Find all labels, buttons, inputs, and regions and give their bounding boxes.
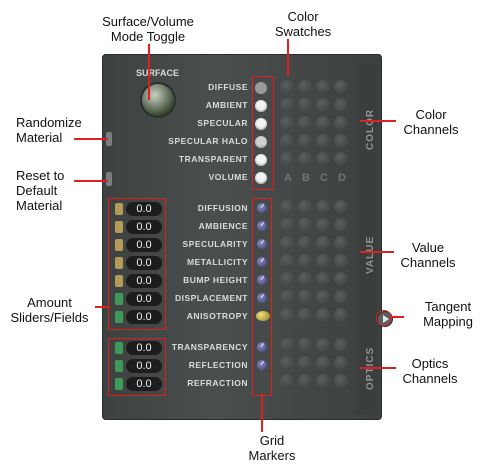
material-panel: SURFACE DIFFUSE AMBIENT SPECULAR SPECULA…	[102, 54, 392, 420]
amount-slider[interactable]	[115, 257, 123, 269]
grid-marker[interactable]	[257, 239, 267, 249]
grid-column-label: B	[302, 172, 310, 184]
leader-line	[148, 44, 150, 100]
grid-marker[interactable]	[257, 293, 267, 303]
section-label-value: VALUE	[365, 235, 376, 274]
color-row-label: TRANSPARENT	[178, 154, 248, 164]
color-row-label: SPECULAR HALO	[168, 136, 248, 146]
callout-grid-markers: Grid Markers	[248, 433, 296, 463]
highlight-tangent-mapping	[376, 310, 392, 326]
grid-column-label: D	[338, 172, 346, 184]
amount-field[interactable]: 0.0	[126, 377, 162, 391]
amount-field[interactable]: 0.0	[126, 292, 162, 306]
callout-color-swatches: Color Swatches	[274, 9, 332, 39]
callout-tangent: Tangent Mapping	[423, 299, 473, 329]
value-row-label: ANISOTROPY	[186, 311, 248, 321]
optics-row-label: TRANSPARENCY	[171, 342, 248, 352]
value-row-label: METALLICITY	[186, 257, 248, 267]
grid-column-label: C	[320, 172, 328, 184]
color-swatch-specular[interactable]	[255, 118, 267, 130]
section-label-color: COLOR	[365, 108, 376, 150]
leader-line	[261, 394, 263, 432]
grid-marker[interactable]	[257, 221, 267, 231]
leader-line	[360, 251, 394, 253]
amount-field[interactable]: 0.0	[126, 202, 162, 216]
amount-slider[interactable]	[115, 203, 123, 215]
amount-slider[interactable]	[115, 221, 123, 233]
callout-reset: Reset to Default Material	[16, 168, 65, 213]
color-swatch-diffuse[interactable]	[255, 82, 267, 94]
optics-row-label: REFLECTION	[188, 360, 248, 370]
color-row-label: SPECULAR	[197, 118, 248, 128]
color-row-label: DIFFUSE	[208, 82, 248, 92]
value-row-label: AMBIENCE	[198, 221, 248, 231]
amount-field[interactable]: 0.0	[126, 220, 162, 234]
callout-mode-toggle: Surface/Volume Mode Toggle	[102, 14, 194, 44]
amount-slider[interactable]	[115, 360, 123, 372]
color-row-label: AMBIENT	[205, 100, 248, 110]
highlight-amount-fields	[108, 198, 166, 330]
amount-field[interactable]: 0.0	[126, 238, 162, 252]
reset-default-material-button[interactable]	[106, 172, 112, 186]
color-swatch-volume[interactable]	[255, 172, 267, 184]
value-channel-grid[interactable]	[278, 198, 354, 326]
amount-field[interactable]: 0.0	[126, 256, 162, 270]
callout-color-channels: Color Channels	[403, 107, 459, 137]
highlight-amount-fields-optics	[108, 338, 166, 396]
color-swatch-ambient[interactable]	[255, 100, 267, 112]
amount-slider[interactable]	[115, 378, 123, 390]
amount-field[interactable]: 0.0	[126, 341, 162, 355]
value-row-label: DISPLACEMENT	[174, 293, 248, 303]
leader-line	[74, 180, 108, 182]
leader-line	[95, 306, 108, 308]
color-channel-grid[interactable]	[278, 78, 354, 170]
leader-line	[360, 367, 396, 369]
highlight-grid-markers	[252, 198, 272, 396]
grid-marker[interactable]	[257, 342, 267, 352]
amount-field[interactable]: 0.0	[126, 274, 162, 288]
leader-line	[287, 39, 289, 76]
section-tab-frame	[356, 64, 378, 414]
randomize-material-button[interactable]	[106, 132, 112, 146]
amount-slider[interactable]	[115, 311, 123, 323]
color-swatch-transparent[interactable]	[255, 154, 267, 166]
surface-volume-mode-toggle[interactable]	[142, 84, 174, 116]
grid-marker[interactable]	[257, 275, 267, 285]
callout-amount: Amount Sliders/Fields	[10, 295, 89, 325]
grid-column-label: A	[284, 172, 292, 184]
amount-slider[interactable]	[115, 342, 123, 354]
optics-row-label: REFRACTION	[187, 378, 248, 388]
optics-channel-grid[interactable]	[278, 336, 354, 392]
amount-slider[interactable]	[115, 275, 123, 287]
amount-slider[interactable]	[115, 239, 123, 251]
amount-field[interactable]: 0.0	[126, 359, 162, 373]
highlight-color-swatches	[252, 76, 274, 190]
leader-line	[360, 120, 396, 122]
leader-line	[74, 138, 108, 140]
callout-optics-channels: Optics Channels	[402, 356, 458, 386]
leader-line	[390, 316, 404, 318]
grid-marker-anisotropy[interactable]	[256, 311, 270, 321]
amount-slider[interactable]	[115, 293, 123, 305]
value-row-label: SPECULARITY	[182, 239, 248, 249]
value-row-label: BUMP HEIGHT	[183, 275, 248, 285]
amount-field[interactable]: 0.0	[126, 310, 162, 324]
grid-marker[interactable]	[257, 257, 267, 267]
grid-marker[interactable]	[257, 360, 267, 370]
callout-value-channels: Value Channels	[400, 240, 456, 270]
grid-marker[interactable]	[257, 203, 267, 213]
color-row-label: VOLUME	[208, 172, 248, 182]
mode-label: SURFACE	[136, 68, 180, 78]
callout-randomize: Randomize Material	[16, 115, 82, 145]
value-row-label: DIFFUSION	[197, 203, 248, 213]
color-swatch-specular-halo[interactable]	[255, 136, 267, 148]
